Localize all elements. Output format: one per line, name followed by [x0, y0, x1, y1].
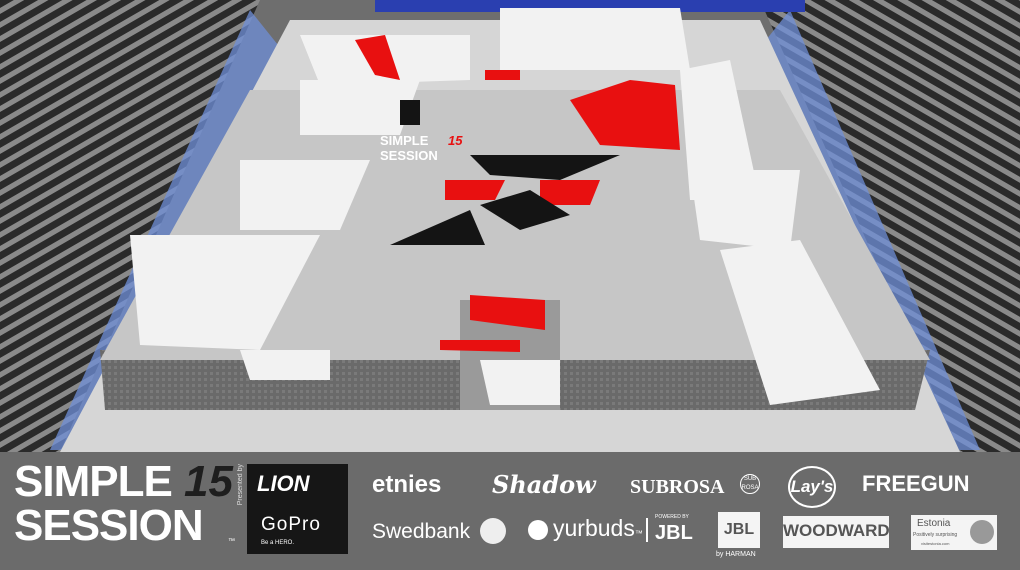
event-logo: SIMPLE SESSION: [14, 457, 204, 550]
yurbuds-tm: ™: [634, 529, 643, 538]
event-number: 15: [184, 457, 233, 506]
sponsor-banner: SIMPLE SESSION 15 ™ Presented by LION Go…: [0, 452, 1020, 570]
harman-text: by HARMAN: [716, 551, 756, 558]
left-stands: [0, 0, 290, 452]
skatepark-render: SIMPLE 15 SESSION: [0, 0, 1020, 452]
estonia-logo: Estonia Positively surprising visiteston…: [911, 515, 997, 550]
presented-by: Presented by: [237, 464, 244, 506]
yurbuds-logo: yurbuds™: [553, 515, 643, 541]
floor-logo-number: 15: [448, 133, 463, 148]
gopro-tagline: Be a HERO.: [261, 540, 295, 546]
gopro-logo: GoPro: [261, 514, 321, 535]
powered-by: POWERED BY: [655, 514, 689, 520]
lays-logo: Lay's: [788, 466, 836, 508]
right-stands: [750, 0, 1020, 452]
shadow-logo: Shadow: [492, 470, 596, 499]
woodward-logo: WOODWARD: [783, 516, 890, 548]
estonia-badge-icon: [970, 520, 994, 544]
divider: [646, 518, 648, 542]
swedbank-oak-icon: [480, 518, 506, 544]
black-obstacles: [390, 100, 620, 245]
lion-logo: LION: [257, 471, 310, 496]
estonia-text: Estonia: [917, 518, 951, 529]
trademark: ™: [228, 538, 235, 545]
etnies-logo: etnies: [372, 471, 442, 498]
estonia-url: visitestonia.com: [921, 541, 950, 546]
far-wall: [375, 0, 805, 12]
presenting-sponsors: LION GoPro Be a HERO.: [247, 464, 348, 554]
estonia-tagline: Positively surprising: [913, 532, 958, 538]
ramps: [130, 8, 880, 405]
yurbuds-icon: [528, 520, 548, 540]
jbl-logo: JBL: [655, 522, 693, 544]
floor-logo: SIMPLE 15 SESSION: [380, 133, 463, 163]
event-logo-line1: SIMPLE: [14, 457, 173, 506]
jbl-box-logo: JBL: [718, 512, 760, 548]
swedbank-logo: Swedbank: [372, 520, 471, 543]
floor-logo-line2: SESSION: [380, 148, 438, 163]
subrosa-logo: SUBROSA: [630, 476, 725, 498]
event-logo-line2: SESSION: [14, 501, 204, 550]
subrosa-badge: SUB ROSA: [740, 474, 760, 494]
yurbuds-text: yurbuds: [553, 515, 635, 541]
red-obstacles: [355, 35, 680, 352]
floor-logo-line1: SIMPLE: [380, 133, 429, 148]
freegun-logo: FREEGUN: [862, 471, 970, 496]
